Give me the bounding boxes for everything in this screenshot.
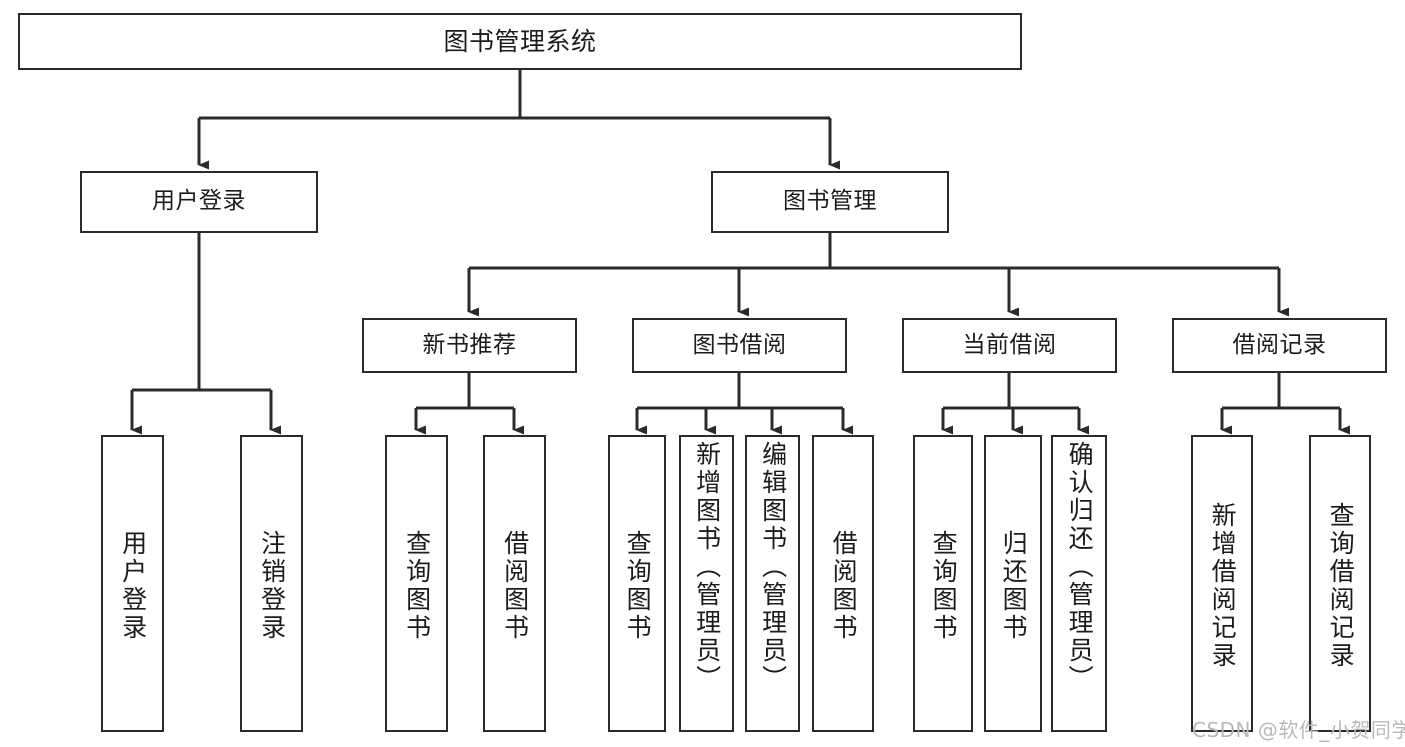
node-label-leaf-return-book: 归还图书 — [999, 529, 1029, 642]
connector-current-borrow-to-leaves — [941, 373, 1089, 435]
node-user-login[interactable]: 用户登录 — [80, 171, 318, 233]
node-label-leaf-add-book: 新增图书（管理员） — [692, 441, 722, 693]
node-current-borrow[interactable]: 当前借阅 — [902, 318, 1117, 373]
node-book-manage[interactable]: 图书管理 — [711, 171, 949, 233]
node-label-book-manage: 图书管理 — [783, 188, 877, 215]
connector-new-book-to-leaves — [414, 373, 524, 435]
node-leaf-user-login[interactable]: 用户登录 — [101, 435, 164, 732]
node-leaf-add-book[interactable]: 新增图书（管理员） — [679, 435, 734, 732]
node-leaf-user-logout[interactable]: 注销登录 — [240, 435, 303, 732]
node-label-leaf-edit-book: 编辑图书（管理员） — [758, 441, 788, 693]
node-label-book-borrow: 图书借阅 — [692, 331, 787, 358]
node-label-borrow-record: 借阅记录 — [1232, 331, 1327, 358]
node-label-leaf-add-borrow-record: 新增借阅记录 — [1208, 501, 1238, 670]
node-leaf-return-book[interactable]: 归还图书 — [984, 435, 1042, 732]
node-leaf-add-borrow-record[interactable]: 新增借阅记录 — [1191, 435, 1253, 732]
node-root[interactable]: 图书管理系统 — [18, 13, 1022, 70]
connector-borrow-record-to-leaves — [1220, 373, 1350, 435]
node-leaf-query-book-1[interactable]: 查询图书 — [385, 435, 448, 732]
node-borrow-record[interactable]: 借阅记录 — [1172, 318, 1387, 373]
node-leaf-edit-book[interactable]: 编辑图书（管理员） — [745, 435, 800, 732]
tree-connectors — [130, 70, 1350, 435]
connector-root-to-level1 — [197, 70, 840, 170]
connector-book-borrow-to-leaves — [635, 373, 853, 435]
node-leaf-query-book-2[interactable]: 查询图书 — [608, 435, 666, 732]
node-label-leaf-query-book-3: 查询图书 — [929, 529, 959, 642]
node-label-root: 图书管理系统 — [443, 26, 597, 56]
node-leaf-borrow-book-1[interactable]: 借阅图书 — [483, 435, 546, 732]
node-label-leaf-user-login: 用户登录 — [118, 529, 148, 642]
connector-user-login-to-leaves — [130, 233, 281, 435]
node-label-leaf-borrow-book-2: 借阅图书 — [829, 529, 859, 642]
node-leaf-borrow-book-2[interactable]: 借阅图书 — [812, 435, 874, 732]
node-new-book-recommend[interactable]: 新书推荐 — [362, 318, 577, 373]
node-label-current-borrow: 当前借阅 — [962, 331, 1057, 358]
node-book-borrow[interactable]: 图书借阅 — [632, 318, 847, 373]
node-leaf-confirm-return[interactable]: 确认归还（管理员） — [1051, 435, 1107, 732]
node-leaf-query-borrow-record[interactable]: 查询借阅记录 — [1309, 435, 1371, 732]
node-leaf-query-book-3[interactable]: 查询图书 — [913, 435, 973, 732]
connector-book-manage-to-level2 — [467, 233, 1289, 317]
node-label-user-login: 用户登录 — [152, 188, 246, 215]
node-label-leaf-user-logout: 注销登录 — [257, 529, 287, 642]
node-label-leaf-query-book-2: 查询图书 — [623, 529, 653, 642]
node-label-leaf-query-book-1: 查询图书 — [402, 529, 432, 642]
node-label-new-book-recommend: 新书推荐 — [422, 331, 517, 358]
node-label-leaf-query-borrow-record: 查询借阅记录 — [1326, 501, 1356, 670]
node-label-leaf-confirm-return: 确认归还（管理员） — [1065, 441, 1095, 693]
node-label-leaf-borrow-book-1: 借阅图书 — [500, 529, 530, 642]
